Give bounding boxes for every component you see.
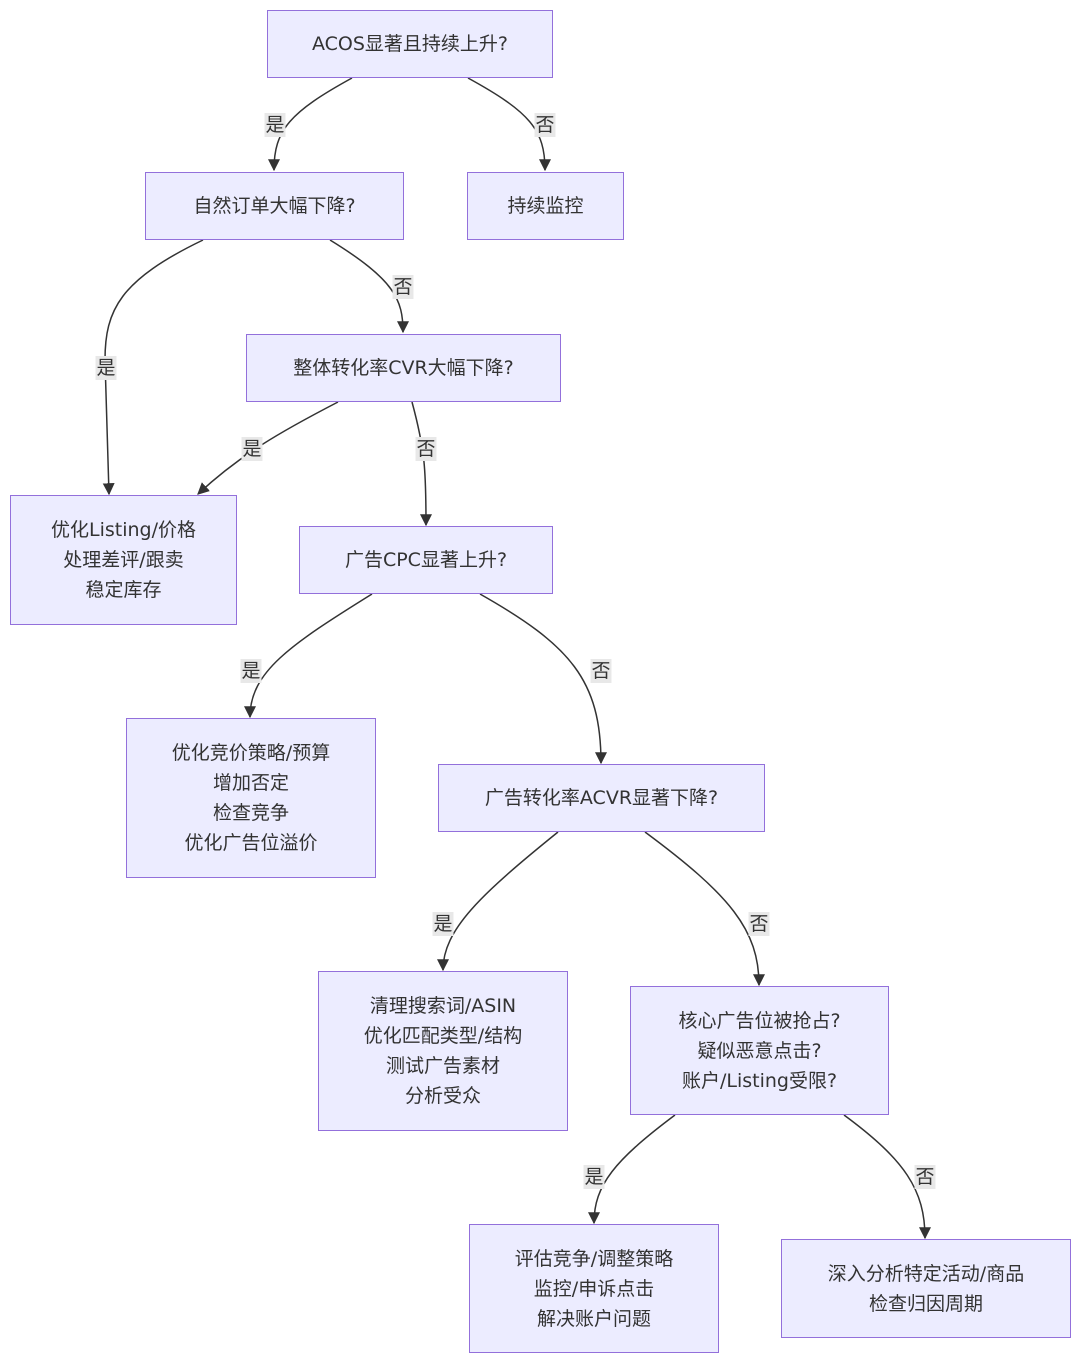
edge-placement-deep	[843, 1114, 931, 1240]
node-text-line: 优化广告位溢价	[184, 832, 318, 854]
node-text-line: 测试广告素材	[385, 1055, 500, 1077]
edge-acvr-search	[437, 831, 559, 972]
edge-label-no: 否	[748, 912, 770, 936]
node-text-line: 核心广告位被抢占?	[678, 1009, 841, 1032]
node-placement: 核心广告位被抢占? 疑似恶意点击? 账户/Listing受限?	[630, 986, 889, 1115]
node-bid: 优化竞价策略/预算增加否定检查竞争优化广告位溢价	[126, 718, 376, 878]
edge-cpc-acvr	[479, 593, 607, 765]
edge-label-no: 否	[392, 275, 414, 299]
node-listing: 优化Listing/价格处理差评/跟卖稳定库存	[10, 495, 237, 625]
node-text-line: 广告转化率ACVR显著下降?	[484, 787, 719, 809]
node-organic: 自然订单大幅下降?	[145, 172, 404, 240]
edge-label-no: 否	[914, 1165, 936, 1189]
node-acvr: 广告转化率ACVR显著下降?	[438, 764, 765, 832]
node-text-line: 优化Listing/价格	[51, 519, 196, 541]
node-text-line: 深入分析特定活动/商品	[827, 1262, 1025, 1285]
node-acos: ACOS显著且持续上升?	[267, 10, 553, 78]
node-cvr: 整体转化率CVR大幅下降?	[246, 334, 561, 402]
edge-acos-organic	[268, 77, 353, 172]
node-deep: 深入分析特定活动/商品检查归因周期	[781, 1239, 1071, 1338]
node-text-line: ACOS显著且持续上升?	[311, 33, 509, 55]
node-monitor: 持续监控	[467, 172, 624, 240]
node-text-line: 评估竞争/调整策略	[514, 1247, 674, 1270]
node-search: 清理搜索词/ASIN 优化匹配类型/结构测试广告素材分析受众	[318, 971, 568, 1131]
edge-label-yes: 是	[95, 356, 117, 380]
edge-cvr-listing	[197, 401, 339, 495]
edge-label-yes: 是	[583, 1165, 605, 1189]
node-text-line: 检查竞争	[212, 802, 289, 824]
node-text-line: 解决账户问题	[536, 1307, 651, 1330]
edge-label-yes: 是	[240, 659, 262, 683]
node-text-line: 优化竞价策略/预算	[171, 742, 331, 764]
node-text-line: 分析受众	[404, 1085, 481, 1107]
node-text-line: 检查归因周期	[868, 1292, 983, 1315]
node-text-line: 持续监控	[507, 195, 584, 217]
edge-organic-cvr	[329, 239, 409, 334]
node-text-line: 稳定库存	[85, 579, 162, 601]
node-text-line: 广告CPC显著上升?	[344, 549, 508, 571]
edge-label-no: 否	[534, 113, 556, 137]
edge-organic-listing	[102, 239, 204, 496]
node-text-line: 整体转化率CVR大幅下降?	[293, 357, 514, 379]
node-text-line: 优化匹配类型/结构	[363, 1025, 523, 1047]
node-text-line: 疑似恶意点击?	[697, 1039, 822, 1062]
edge-label-yes: 是	[241, 437, 263, 461]
node-text-line: 账户/Listing受限?	[681, 1069, 838, 1092]
edge-acos-monitor	[467, 77, 551, 172]
edge-label-no: 否	[590, 659, 612, 683]
edge-cvr-cpc	[411, 401, 432, 527]
edge-placement-compete	[588, 1114, 676, 1225]
edge-label-no: 否	[415, 437, 437, 461]
edge-cpc-bid	[244, 593, 373, 719]
node-text-line: 清理搜索词/ASIN	[369, 995, 517, 1017]
node-text-line: 处理差评/跟卖	[63, 549, 184, 571]
node-text-line: 监控/申诉点击	[533, 1277, 655, 1300]
edge-label-yes: 是	[264, 113, 286, 137]
edge-acvr-placement	[644, 831, 765, 987]
node-compete: 评估竞争/调整策略监控/申诉点击解决账户问题	[469, 1224, 719, 1353]
node-text-line: 增加否定	[212, 772, 289, 794]
edge-label-yes: 是	[432, 912, 454, 936]
node-cpc: 广告CPC显著上升?	[299, 526, 553, 594]
node-text-line: 自然订单大幅下降?	[193, 195, 356, 217]
